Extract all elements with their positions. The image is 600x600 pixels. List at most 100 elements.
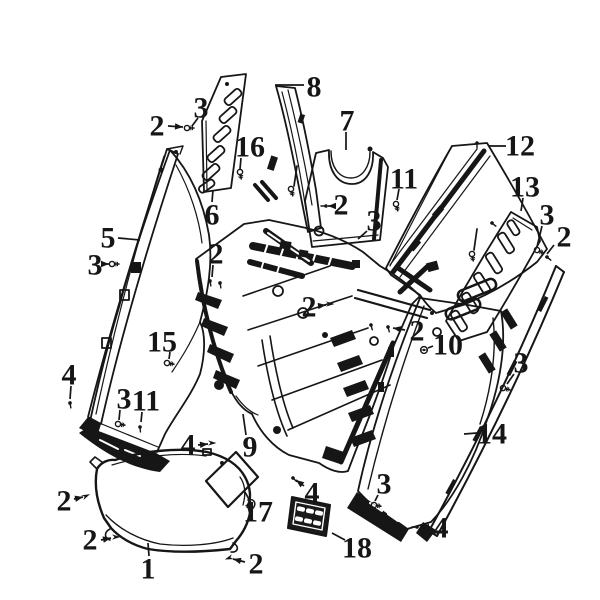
screw-icon xyxy=(499,384,511,392)
underbody-bracket-cluster-art xyxy=(247,165,478,320)
pin-icon xyxy=(411,525,419,529)
callout-3-31: 3 xyxy=(377,468,392,501)
callout-3-2: 3 xyxy=(194,92,209,125)
right-floor-side-cover-art xyxy=(347,277,518,542)
leader-line xyxy=(69,385,72,400)
pin-icon xyxy=(68,401,72,409)
pin-icon xyxy=(138,425,142,433)
part-9-center-floor-panel-art xyxy=(195,219,421,473)
leader-line xyxy=(168,351,171,360)
leader-arrowhead xyxy=(199,441,208,448)
leader-line xyxy=(536,225,543,248)
leader-arrowhead xyxy=(317,302,326,310)
clip-icon xyxy=(326,301,335,307)
screw-icon xyxy=(108,260,120,268)
callout-5-12: 5 xyxy=(101,222,116,255)
callout-4-32: 4 xyxy=(434,512,449,545)
leader-arrowhead xyxy=(421,523,429,531)
leader-line xyxy=(239,157,242,170)
leader-line xyxy=(546,244,555,255)
callout-2-27: 2 xyxy=(410,315,425,348)
callout-18-33: 18 xyxy=(342,532,372,565)
leader-line xyxy=(396,188,400,201)
callout-2-11: 2 xyxy=(557,221,572,254)
callout-2-14: 2 xyxy=(209,238,224,271)
pin-icon xyxy=(369,323,373,331)
callout-3-10: 3 xyxy=(540,199,555,232)
leader-line xyxy=(211,264,214,278)
part-14-right-side-molding-art xyxy=(416,265,565,542)
part-7-center-cover-art xyxy=(304,146,389,248)
callout-10-28: 10 xyxy=(433,329,463,362)
screw-icon xyxy=(287,185,295,197)
pin-icon xyxy=(218,281,222,289)
callout-4-34: 4 xyxy=(305,477,320,510)
clip-icon xyxy=(112,534,121,540)
leader-arrowhead xyxy=(101,260,109,268)
callout-14-30: 14 xyxy=(477,418,507,451)
callout-11-7: 11 xyxy=(390,163,418,196)
screw-icon xyxy=(392,200,400,212)
leader-line xyxy=(118,409,121,421)
screw-icon xyxy=(236,168,244,180)
callout-15-15: 15 xyxy=(147,326,177,359)
callout-2-1: 2 xyxy=(150,110,165,143)
callout-12-8: 12 xyxy=(505,130,535,163)
bolt-icon xyxy=(419,345,429,355)
clip-icon xyxy=(81,494,91,501)
part-15-left-floor-side-cover-art xyxy=(79,149,212,472)
leader-arrowhead xyxy=(102,536,111,543)
part-18-drain-grille-art xyxy=(287,496,331,537)
pin-icon xyxy=(320,204,328,208)
leader-arrowhead xyxy=(328,202,336,210)
callout-9-20: 9 xyxy=(243,431,258,464)
fasteners-layer xyxy=(68,124,552,560)
leader-arrowhead xyxy=(74,495,83,502)
part-8-front-trim-strip-art xyxy=(266,85,322,233)
leader-line xyxy=(211,189,214,203)
leader-line xyxy=(191,117,199,127)
callout-4-16: 4 xyxy=(62,359,77,392)
callout-2-22: 2 xyxy=(57,485,72,518)
leader-line xyxy=(242,413,247,436)
part-6-left-footrest-grille-art xyxy=(198,73,247,194)
callout-2-23: 2 xyxy=(83,524,98,557)
pin-icon xyxy=(545,255,552,261)
part-17-mat-pad-art xyxy=(204,450,260,509)
screw-icon xyxy=(114,420,126,428)
leader-line xyxy=(520,197,524,212)
callout-8-0: 8 xyxy=(307,71,322,104)
leader-arrowhead xyxy=(296,480,305,488)
screw-icon xyxy=(468,250,476,262)
callout-2-25: 2 xyxy=(249,548,264,581)
leader-line xyxy=(331,532,346,541)
leader-line xyxy=(463,432,478,435)
leader-arrowhead xyxy=(174,123,183,130)
callout-3-35: 3 xyxy=(367,205,382,238)
callout-7-5: 7 xyxy=(340,105,355,138)
callout-2-26: 2 xyxy=(302,291,317,324)
leader-line xyxy=(117,237,141,241)
screw-icon xyxy=(370,501,382,509)
callout-2-6: 2 xyxy=(334,189,349,222)
clip-icon xyxy=(224,554,234,560)
screw-icon xyxy=(533,246,545,255)
leader-line xyxy=(244,491,252,504)
leader-line xyxy=(357,230,368,240)
pin-icon xyxy=(490,221,497,227)
callout-11-18: 11 xyxy=(132,385,160,418)
screw-icon xyxy=(163,359,175,367)
pin-icon xyxy=(291,476,298,483)
leader-arrowhead xyxy=(233,557,242,565)
pin-icon xyxy=(386,325,390,333)
callout-6-4: 6 xyxy=(205,199,220,232)
callout-3-17: 3 xyxy=(117,383,132,416)
callout-17-21: 17 xyxy=(243,496,273,529)
leader-line xyxy=(506,373,515,385)
pin-icon xyxy=(475,141,479,149)
callout-4-19: 4 xyxy=(181,429,196,462)
clip-icon xyxy=(208,440,217,446)
